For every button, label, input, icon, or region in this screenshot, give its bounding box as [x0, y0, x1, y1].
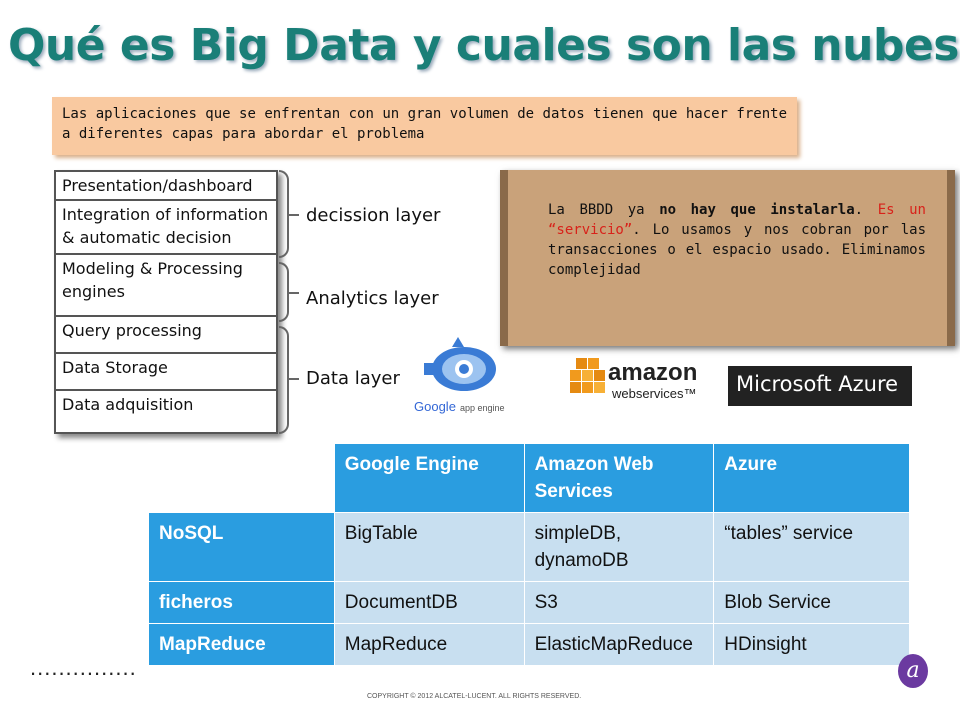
bracket-data-tick	[289, 378, 299, 380]
service-note-text: La BBDD ya no hay que instalarla. Es un …	[548, 200, 926, 280]
bracket-analytics	[279, 262, 289, 322]
table-header-row: Google Engine Amazon Web Services Azure	[148, 443, 910, 513]
google-logo-text: Google	[414, 399, 456, 414]
layer-query: Query processing	[56, 317, 276, 354]
table-cell: HDinsight	[713, 623, 910, 666]
bracket-decision	[279, 170, 289, 258]
microsoft-azure-logo: Microsoft Azure	[728, 366, 912, 406]
table-cell: BigTable	[333, 512, 525, 582]
intro-text: Las aplicaciones que se enfrentan con un…	[52, 97, 797, 155]
table-cell: S3	[523, 581, 715, 624]
layer-presentation: Presentation/dashboard	[56, 172, 276, 201]
layer-integration: Integration of information & automatic d…	[56, 201, 276, 255]
amazon-logo-text: amazon	[608, 359, 697, 386]
row-label-nosql: NoSQL	[148, 512, 335, 582]
row-label-mapreduce: MapReduce	[148, 623, 335, 666]
table-corner-cell	[148, 443, 335, 513]
row-label-ficheros: ficheros	[148, 581, 335, 624]
table-cell: “tables” service	[713, 512, 910, 582]
layer-stack: Presentation/dashboard Integration of in…	[54, 170, 278, 434]
layer-acquisition: Data adquisition	[62, 395, 194, 414]
amazon-boxes-icon: amazon webservices™	[570, 358, 697, 401]
note-part-1: La BBDD ya	[548, 202, 660, 218]
copyright-text: COPYRIGHT © 2012 ALCATEL-LUCENT. ALL RIG…	[367, 693, 582, 700]
label-decision-layer: decission layer	[306, 205, 441, 226]
amazon-logo-sub: webservices™	[611, 386, 697, 401]
google-app-engine-logo: Google app engine	[412, 335, 512, 420]
layer-storage: Data Storage	[56, 354, 276, 391]
bracket-decision-tick	[289, 214, 299, 216]
label-data-layer: Data layer	[306, 368, 400, 389]
table-cell: simpleDB, dynamoDB	[523, 512, 715, 582]
table-row: ficheros DocumentDB S3 Blob Service	[148, 581, 910, 624]
service-note-scroll: La BBDD ya no hay que instalarla. Es un …	[500, 170, 955, 346]
layer-modeling: Modeling & Processing engines	[56, 255, 276, 317]
footer-dots: ...............	[30, 655, 137, 680]
table-cell: MapReduce	[333, 623, 525, 666]
table-row: MapReduce MapReduce ElasticMapReduce HDi…	[148, 623, 910, 666]
bracket-data	[279, 326, 289, 434]
amazon-web-services-logo: amazon webservices™	[568, 350, 713, 410]
table-cell: DocumentDB	[333, 581, 525, 624]
slide-title: Qué es Big Data y cuales son las nubes	[8, 20, 959, 71]
bracket-analytics-tick	[289, 292, 299, 294]
note-part-4: Es un “servicio”	[548, 202, 926, 238]
note-part-5: . Lo usamos y nos cobran por las transac…	[548, 222, 926, 278]
label-analytics-layer: Analytics layer	[306, 288, 439, 309]
note-part-2: no hay que instalarla	[659, 202, 855, 218]
table-cell: ElasticMapReduce	[523, 623, 715, 666]
note-part-3: .	[854, 202, 878, 218]
alcatel-lucent-logo-icon: a	[898, 654, 928, 688]
header-google-engine: Google Engine	[333, 443, 525, 513]
header-amazon: Amazon Web Services	[523, 443, 715, 513]
google-logo-sub: app engine	[460, 403, 505, 413]
google-engine-icon: Google app engine	[414, 337, 505, 414]
cloud-comparison-table: Google Engine Amazon Web Services Azure …	[148, 443, 910, 666]
header-azure: Azure	[713, 443, 910, 513]
table-cell: Blob Service	[713, 581, 910, 624]
table-row: NoSQL BigTable simpleDB, dynamoDB “table…	[148, 512, 910, 582]
